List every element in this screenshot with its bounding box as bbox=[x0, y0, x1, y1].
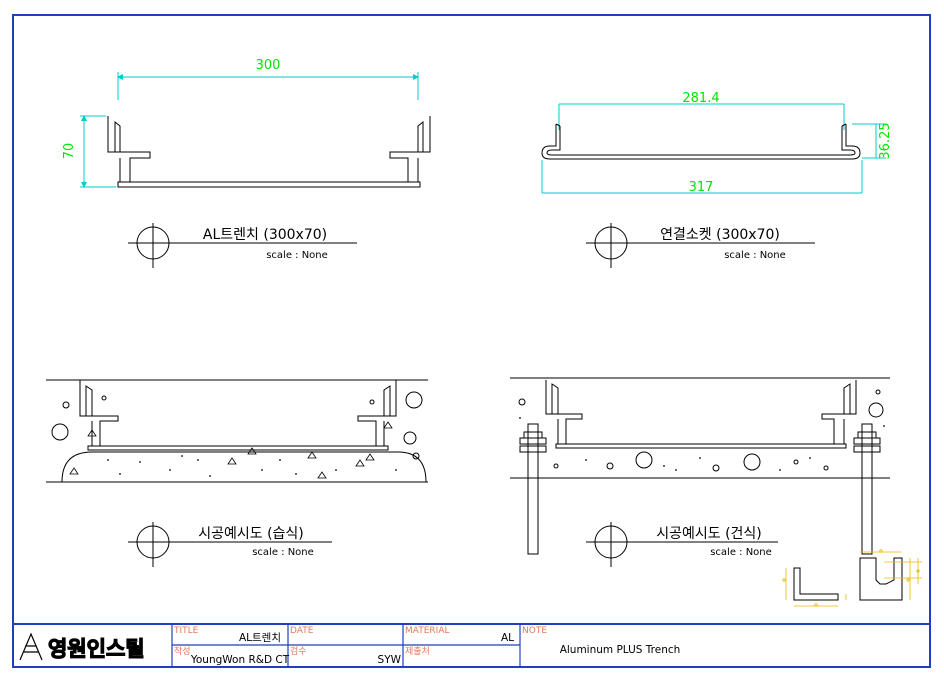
tb-check-value: SYW bbox=[378, 654, 402, 666]
tb-title-label: TITLE bbox=[173, 626, 199, 636]
dim-top-label: 281.4 bbox=[682, 91, 719, 106]
tb-title-value: AL트렌치 bbox=[239, 632, 281, 644]
tb-check-label: 검수 bbox=[290, 645, 307, 657]
tb-note-label: NOTE bbox=[522, 626, 547, 636]
drawing-title-al-trench: AL트렌치 (300x70) bbox=[203, 227, 327, 243]
sheet-frame bbox=[12, 14, 931, 668]
company-logo: 영원인스틸 bbox=[19, 632, 145, 662]
drawing-title-socket: 연결소켓 (300x70) bbox=[660, 227, 780, 243]
tb-material-label: MATERIAL bbox=[405, 626, 450, 636]
drawing-al-trench: 300 70 AL트렌치 (300x70) scale : None bbox=[62, 58, 431, 268]
logo-mark-icon bbox=[19, 632, 43, 661]
logo-text: 영원인스틸 bbox=[48, 637, 145, 661]
dim-socket-height-label: 36.25 bbox=[878, 122, 893, 159]
dim-height-label: 70 bbox=[62, 143, 77, 160]
drawing-scale-socket: scale : None bbox=[724, 250, 786, 261]
drawing-title-dry: 시공예시도 (건식) bbox=[656, 526, 762, 542]
tb-author-label: 작성 bbox=[174, 646, 191, 657]
drawing-scale-wet: scale : None bbox=[252, 547, 314, 558]
drawing-scale-al-trench: scale : None bbox=[266, 250, 328, 261]
tb-author-value: YoungWon R&D CT bbox=[190, 654, 290, 666]
drawing-dry-construction: 시공예시도 (건식) scale : None bbox=[510, 377, 890, 567]
dim-width-label: 300 bbox=[256, 58, 281, 73]
drawing-scale-dry: scale : None bbox=[710, 547, 772, 558]
tb-date-label: DATE bbox=[290, 626, 314, 636]
tb-material-value: AL bbox=[501, 632, 514, 644]
drawing-connection-socket: 281.4 317 36.25 연결소켓 (300x70) scale : No… bbox=[541, 91, 893, 268]
title-block: 영원인스틸 TITLE AL트렌치 작성 YoungWon R&D CT DAT… bbox=[12, 623, 931, 668]
drawing-title-wet: 시공예시도 (습식) bbox=[198, 526, 304, 542]
drawing-wet-construction: 시공예시도 (습식) scale : None bbox=[46, 379, 428, 567]
tb-submit-label: 제출처 bbox=[405, 645, 430, 657]
detail-parts bbox=[782, 549, 922, 607]
dim-bottom-label: 317 bbox=[689, 180, 714, 195]
tb-note-value: Aluminum PLUS Trench bbox=[560, 644, 681, 656]
